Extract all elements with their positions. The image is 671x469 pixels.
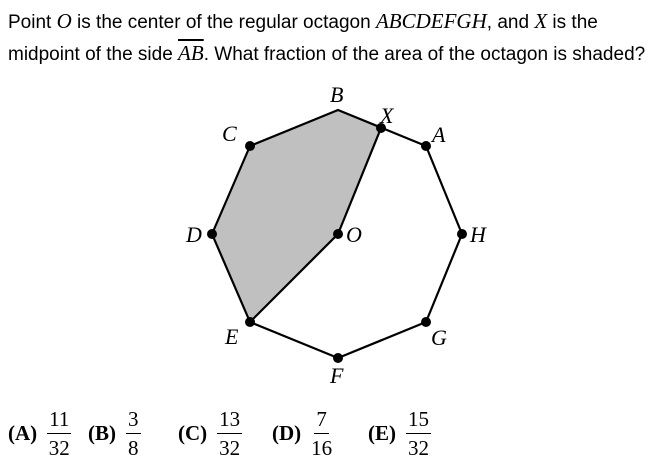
- label-o: O: [346, 222, 362, 247]
- label-h: H: [469, 222, 487, 247]
- vertex-d-dot: [207, 229, 217, 239]
- vertex-g-dot: [421, 317, 431, 327]
- vertex-h-dot: [457, 229, 467, 239]
- choice-b-denominator: 8: [128, 435, 139, 460]
- choice-c-fraction: 13 32: [217, 408, 243, 460]
- choice-b-letter: (B): [88, 420, 116, 445]
- octagon-figure: B X A C D O H E G F: [185, 82, 487, 388]
- choice-e-letter: (E): [368, 420, 396, 445]
- choice-c[interactable]: (C) 13 32: [178, 400, 243, 466]
- question-part-2: is the center of the regular octagon: [71, 12, 376, 33]
- question-part-4: is the midpoint of the side: [8, 12, 598, 65]
- choice-d-letter: (D): [272, 420, 302, 445]
- vertex-f-dot: [333, 353, 343, 363]
- choice-c-letter: (C): [178, 420, 208, 445]
- label-g: G: [431, 325, 447, 350]
- label-a: A: [430, 122, 446, 147]
- choice-a-numerator: 11: [47, 408, 72, 434]
- label-c: C: [222, 121, 237, 146]
- label-f: F: [329, 363, 344, 388]
- choice-c-denominator: 32: [219, 435, 241, 460]
- label-b: B: [330, 82, 343, 107]
- segment-o-e: [249, 233, 339, 323]
- choice-b[interactable]: (B) 3 8: [88, 400, 141, 466]
- question-text: Point O is the center of the regular oct…: [8, 6, 668, 70]
- choice-d-denominator: 16: [311, 435, 333, 460]
- choice-a-letter: (A): [8, 420, 38, 445]
- choice-e-numerator: 15: [406, 408, 431, 434]
- point-o-symbol: O: [56, 9, 72, 33]
- shaded-region: [212, 110, 381, 322]
- choice-a[interactable]: (A) 11 32: [8, 400, 72, 466]
- choice-b-numerator: 3: [126, 408, 141, 434]
- question-part-3: , and: [486, 12, 535, 33]
- choice-b-fraction: 3 8: [126, 408, 141, 459]
- side-ab-symbol: AB: [178, 41, 204, 65]
- choice-d-fraction: 7 16: [311, 408, 332, 459]
- octagon-name: ABCDEFGH: [375, 9, 487, 33]
- choice-e-denominator: 32: [408, 435, 429, 460]
- choice-d[interactable]: (D) 7 16: [272, 400, 332, 466]
- answer-choices: (A) 11 32 (B) 3 8 (C) 13 32 (D) 7 16 (E)…: [8, 400, 668, 466]
- question-part-5: . What fraction of the area of the octag…: [203, 44, 646, 65]
- question-part-1: Point: [8, 12, 57, 33]
- choice-a-fraction: 11 32: [47, 408, 72, 460]
- vertex-e-dot: [245, 317, 255, 327]
- vertex-c-dot: [245, 141, 255, 151]
- segment-o-x: [336, 127, 383, 235]
- choice-a-denominator: 32: [48, 435, 70, 460]
- label-e: E: [224, 324, 239, 349]
- choice-d-numerator: 7: [314, 408, 329, 434]
- label-x: X: [379, 103, 395, 128]
- point-x-dot: [376, 123, 386, 133]
- label-d: D: [185, 222, 202, 247]
- choice-e[interactable]: (E) 15 32: [368, 400, 431, 466]
- choice-c-numerator: 13: [217, 408, 243, 434]
- choice-e-fraction: 15 32: [406, 408, 431, 459]
- point-x-symbol: X: [534, 9, 548, 33]
- point-o-dot: [333, 229, 343, 239]
- vertex-a-dot: [421, 141, 431, 151]
